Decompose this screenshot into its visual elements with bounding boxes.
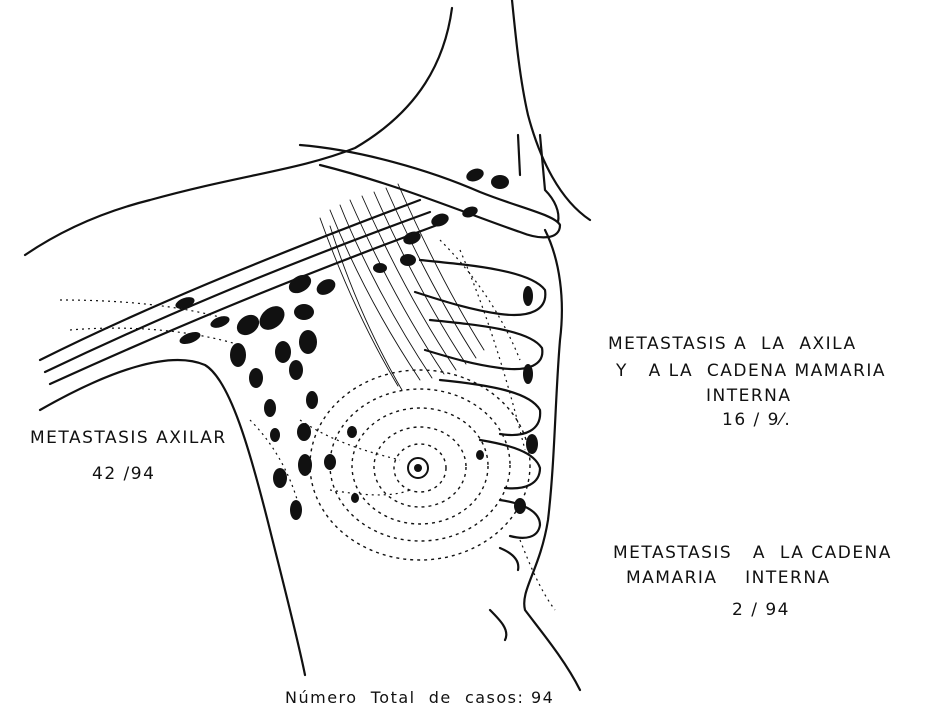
arm-upper-edge [40,200,420,360]
clavicle [300,145,560,237]
cadena-mamaria-count: 2 / 94 [732,602,790,619]
total-cases-caption: Número Total de casos: 94 [285,690,554,706]
lower-fold [490,548,518,640]
axilar-metastasis-title: METASTASIS AXILAR [30,430,227,447]
axila-cadena-count: 16 / 9⁄. [722,412,791,429]
rib-3 [440,380,540,435]
axila-cadena-title-line1: METASTASIS A LA AXILA [608,336,857,353]
nipple [408,458,428,478]
cadena-mamaria-title-line2: MAMARIA INTERNA [626,570,831,587]
cadena-mamaria-title-line1: METASTASIS A LA CADENA [613,545,892,562]
axila-cadena-title-line2: Y A LA CADENA MAMARIA [616,363,886,380]
neck-outline [25,8,452,255]
neck-right-outline [512,0,590,220]
rib-2 [425,320,542,369]
axila-cadena-title-line3: INTERNA [706,388,792,405]
axilar-metastasis-count: 42 /94 [92,466,155,483]
